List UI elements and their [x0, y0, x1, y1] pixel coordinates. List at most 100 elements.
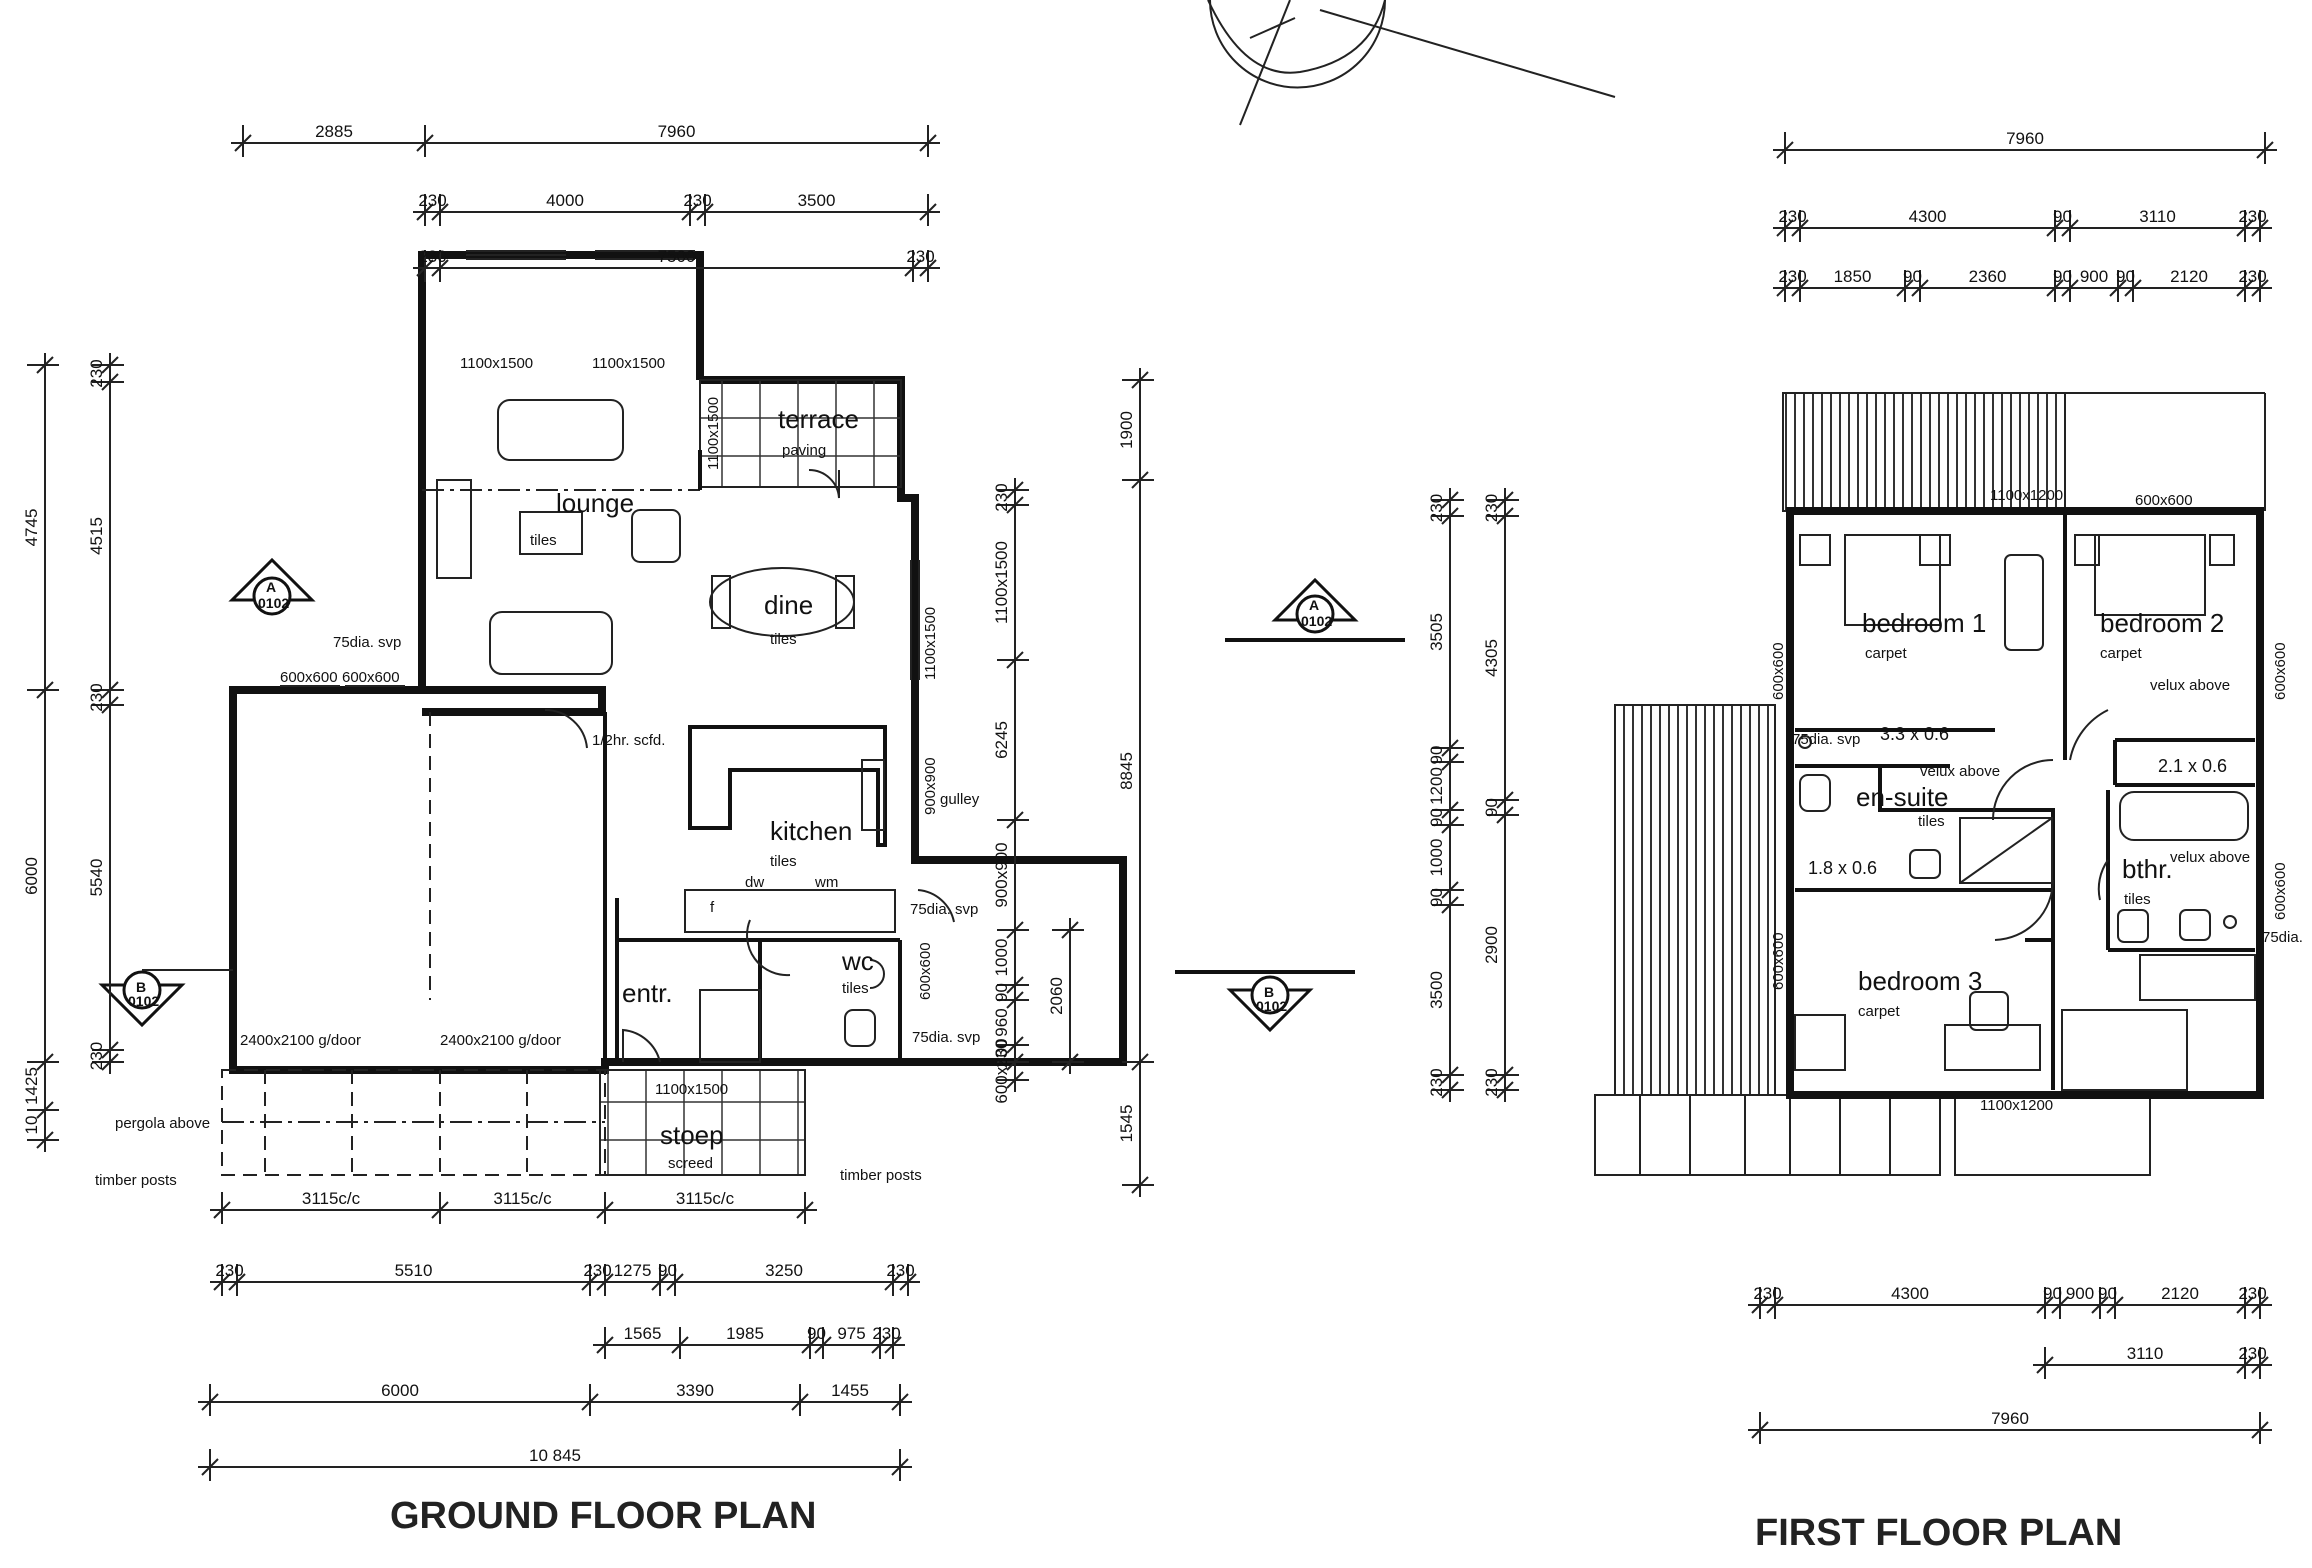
- dimension-label: 7960: [1991, 1409, 2029, 1428]
- dimension-label: 230: [215, 1261, 243, 1280]
- room-label-wc: wc: [841, 946, 874, 976]
- dimension-label: 10 845: [529, 1446, 581, 1465]
- label-timber-posts-right: timber posts: [840, 1167, 922, 1184]
- label-svp-wc: 75dia. svp: [912, 1029, 980, 1046]
- dimension-label: 230: [872, 1324, 900, 1343]
- dimension-label: 90: [807, 1324, 826, 1343]
- room-label-lounge: lounge: [556, 488, 634, 518]
- dimension-label: 7960: [658, 122, 696, 141]
- label-cupboard-3: 1.8 x 0.6: [1808, 858, 1877, 878]
- dimension-label: 975: [837, 1324, 865, 1343]
- dimension-label: 4000: [546, 191, 584, 210]
- dim-ground-right-inner: 2301100x15006245900x900100090960230600x6…: [992, 478, 1029, 1104]
- section-marker-sheet: 0102: [1301, 613, 1332, 629]
- dimension-label: 230: [1753, 1284, 1781, 1303]
- dimension-label: 230: [992, 483, 1011, 511]
- dimension-label: 1425: [22, 1067, 41, 1105]
- dimension-label: 6245: [992, 721, 1011, 759]
- dimension-label: 10: [22, 1116, 41, 1135]
- dimension-label: 900x900: [992, 842, 1011, 907]
- label-window-garage-1: 600x600: [280, 669, 338, 686]
- first-outer-wall: [1786, 507, 2264, 1099]
- dimension-label: 230: [87, 1042, 106, 1070]
- label-svp-lounge: 75dia. svp: [333, 634, 401, 651]
- room-finish-bathroom: tiles: [2124, 891, 2151, 908]
- dim-ground-right-extra: 2060: [1047, 918, 1084, 1074]
- dimension-label: 900: [2066, 1284, 2094, 1303]
- dimension-label: 230: [1482, 494, 1501, 522]
- room-label-bedroom-3: bedroom 3: [1858, 966, 1982, 996]
- dimension-label: 230: [1778, 267, 1806, 286]
- dimension-label: 2885: [315, 122, 353, 141]
- section-marker-letter: B: [1264, 984, 1274, 1000]
- dimension-label: 90: [992, 983, 1011, 1002]
- dimension-label: 3110: [2127, 1344, 2164, 1363]
- label-appliance-fridge: f: [710, 899, 715, 916]
- dimension-label: 90: [1427, 808, 1446, 827]
- dimension-label: 7500: [658, 247, 696, 266]
- dimension-label: 1850: [1834, 267, 1872, 286]
- dim-first-top-1: 7960: [1773, 129, 2277, 164]
- dimension-label: 90: [1903, 267, 1922, 286]
- dimension-label: 6000: [381, 1381, 419, 1400]
- dimension-label: 1455: [831, 1381, 869, 1400]
- dimension-label: 1000: [1427, 839, 1446, 877]
- section-marker-a-mid: A 0102: [1225, 577, 1405, 642]
- dimension-label: 90: [1482, 798, 1501, 817]
- section-marker-letter: B: [136, 979, 146, 995]
- ground-outer-wall: [229, 251, 1127, 1074]
- room-label-bathroom: bthr.: [2122, 854, 2173, 884]
- room-finish-dine: tiles: [770, 631, 797, 648]
- dimension-label: 1000: [992, 939, 1011, 977]
- dimension-label: 4745: [22, 509, 41, 547]
- section-marker-letter: A: [266, 579, 276, 595]
- dimension-label: 230: [87, 683, 106, 711]
- section-marker-a-ground: A 0102: [228, 557, 316, 616]
- dimension-label: 230: [992, 1039, 1011, 1067]
- north-point-icon: [1207, 0, 1616, 126]
- room-label-kitchen: kitchen: [770, 816, 852, 846]
- dimension-label: 2060: [1047, 977, 1066, 1015]
- room-finish-wc: tiles: [842, 980, 869, 997]
- dimension-label: 5540: [87, 859, 106, 897]
- dimension-label: 230: [1427, 494, 1446, 522]
- dimension-label: 1100x1500: [992, 541, 1011, 624]
- dimension-label: 230: [2238, 207, 2266, 226]
- dimension-label: 960: [992, 1008, 1011, 1036]
- first-floor-plan: [1594, 392, 2266, 1176]
- dimension-label: 4305: [1482, 639, 1501, 677]
- dimension-label: 900: [2080, 267, 2108, 286]
- dimension-label: 230: [1427, 1068, 1446, 1096]
- dimension-label: 3115c/c: [493, 1189, 552, 1208]
- label-window-bed1-side: 600x600: [1770, 642, 1787, 700]
- label-pergola: pergola above: [115, 1115, 210, 1132]
- label-svp-kitchen: 75dia. svp: [910, 901, 978, 918]
- room-finish-bedroom-3: carpet: [1858, 1003, 1901, 1020]
- dimension-label: 3110: [2139, 207, 2176, 226]
- label-window-lounge-1: 1100x1500: [460, 355, 533, 372]
- dimension-label: 2120: [2161, 1284, 2199, 1303]
- dimension-label: 90: [2053, 267, 2072, 286]
- room-label-terrace: terrace: [778, 404, 859, 434]
- dimension-label: 1200: [1427, 767, 1446, 805]
- section-marker-sheet: 0102: [1256, 998, 1287, 1014]
- label-window-bed2-top: 600x600: [2135, 492, 2193, 509]
- label-window-dine-side: 1100x1500: [922, 607, 939, 680]
- dimension-label: 90: [1427, 888, 1446, 907]
- label-cupboard-1: 3.3 x 0.6: [1880, 724, 1949, 744]
- dim-ground-bottom-4: 10 845: [198, 1446, 912, 1481]
- dimension-label: 4300: [1891, 1284, 1929, 1303]
- title-ground-floor-plan: GROUND FLOOR PLAN: [390, 1495, 816, 1537]
- dimension-label: 3115c/c: [676, 1189, 735, 1208]
- label-cupboard: 1/2hr. scfd.: [592, 732, 665, 749]
- label-cupboard-2: 2.1 x 0.6: [2158, 756, 2227, 776]
- label-svp-bathroom: 75dia.: [2262, 929, 2303, 946]
- dimension-label: 230: [583, 1261, 611, 1280]
